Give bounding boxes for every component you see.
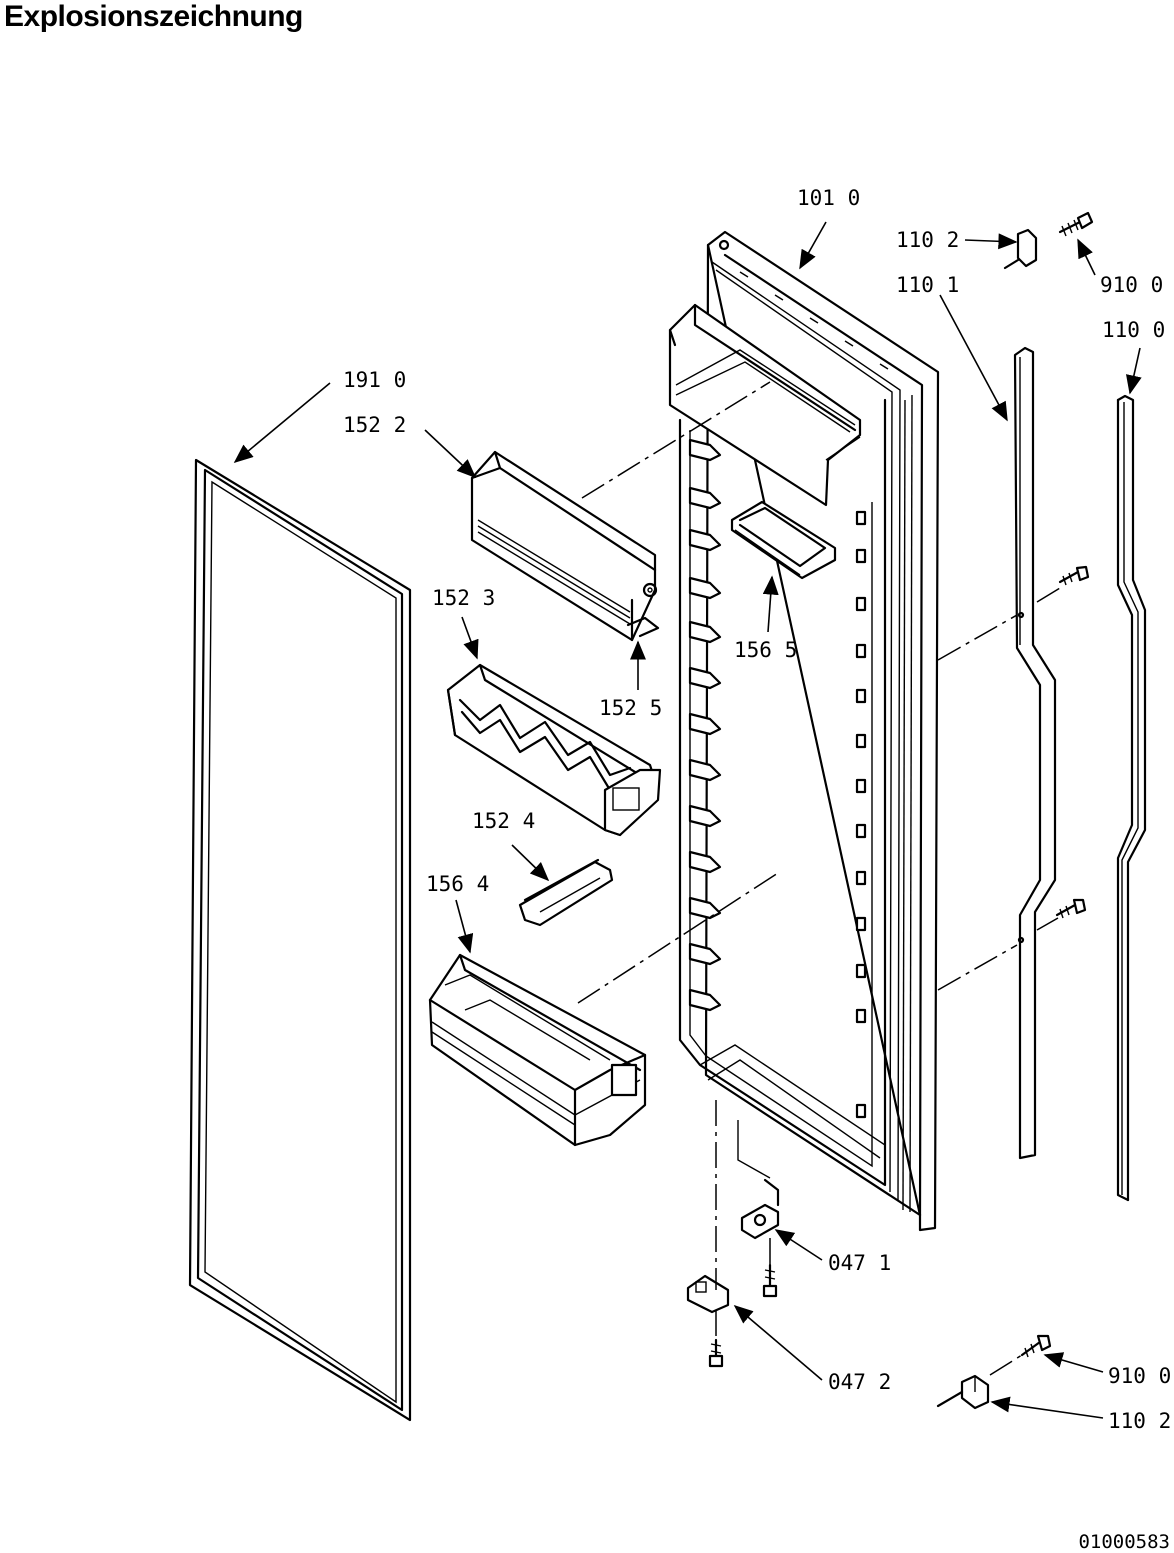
hinge-bracket-lower [686,1274,730,1314]
hinge-cap-bottom [936,1374,990,1410]
hinge-cap-top [1003,228,1038,270]
handle-trim-outer [1116,394,1147,1202]
page-title: Explosionszeichnung [4,0,303,33]
label-110-2-top: 110 2 [896,228,959,252]
label-191-0: 191 0 [343,368,406,392]
label-047-1: 047 1 [828,1251,891,1275]
label-110-2-bottom: 110 2 [1108,1409,1171,1433]
screw-handle-upper [1058,565,1090,586]
label-910-0-bottom: 910 0 [1108,1364,1171,1388]
screw-bracket-upper [762,1263,778,1298]
door-liner [668,230,940,1232]
label-152-4: 152 4 [472,809,535,833]
dispenser-cover [470,450,660,642]
screw-handle-lower [1055,898,1087,919]
bottle-shelf [446,663,662,837]
shelf-clip [518,858,614,927]
door-gasket [188,458,412,1422]
leader-arrows [233,221,1142,1419]
screw-bracket-lower [708,1338,724,1368]
drawing-code: 01000583 [1078,1531,1170,1553]
part-labels: 101 0 110 2 910 0 110 1 110 0 191 0 152 … [343,186,1171,1433]
assembly-lines [577,381,1061,1376]
door-bin [428,953,647,1147]
label-152-3: 152 3 [432,586,495,610]
label-047-2: 047 2 [828,1370,891,1394]
label-156-4: 156 4 [426,872,489,896]
screw-bottom [1020,1334,1052,1358]
label-152-5: 152 5 [599,696,662,720]
label-156-5: 156 5 [734,638,797,662]
label-101-0: 101 0 [797,186,860,210]
small-tray [730,500,837,580]
screw-top [1058,211,1094,237]
handle-trim-inner [1013,346,1057,1160]
label-910-0-top: 910 0 [1100,273,1163,297]
label-110-0: 110 0 [1102,318,1165,342]
label-152-2: 152 2 [343,413,406,437]
label-110-1: 110 1 [896,273,959,297]
hinge-bracket-upper [740,1178,780,1240]
